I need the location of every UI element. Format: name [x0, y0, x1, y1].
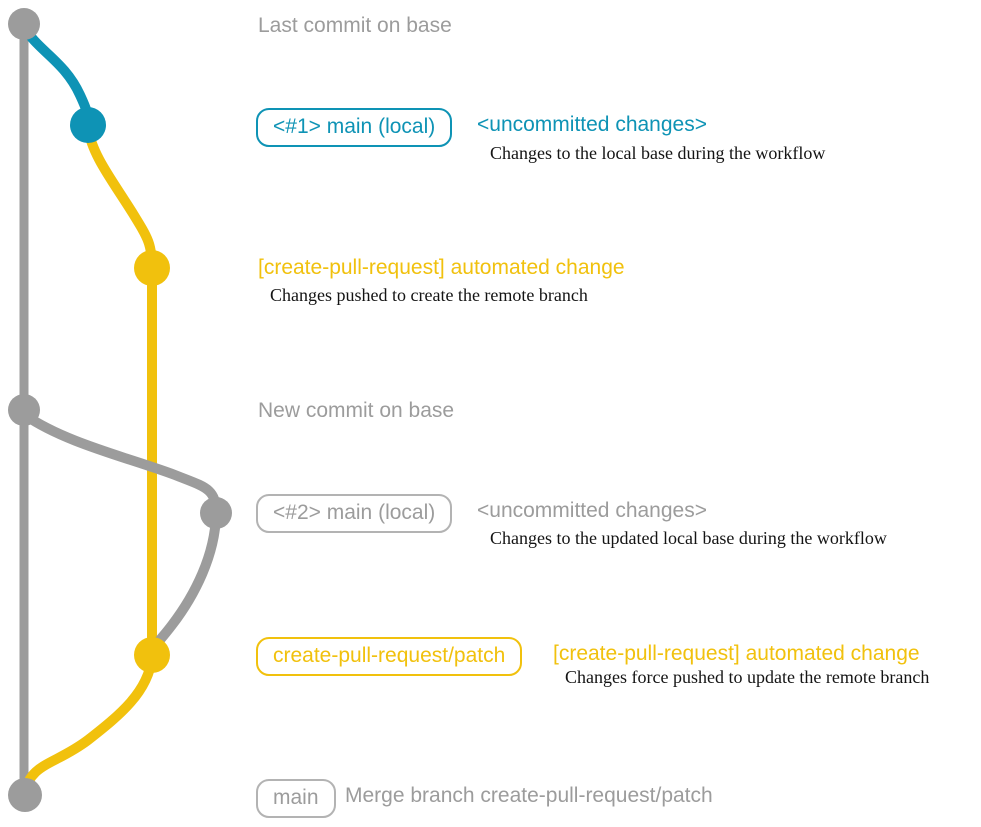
- caption-local-base-changes: Changes to the local base during the wor…: [490, 143, 826, 163]
- git-graph: [8, 8, 232, 812]
- branch-badge-main-local-1: <#1> main (local): [256, 108, 453, 148]
- caption-force-push-update-branch: Changes force pushed to update the remot…: [565, 667, 930, 687]
- merge-commit-label: Merge branch create-pull-request/patch: [345, 784, 713, 807]
- last-commit-label: Last commit on base: [258, 14, 452, 37]
- uncommitted-changes-label-2: <uncommitted changes>: [477, 499, 707, 522]
- automated-change-label-2: [create-pull-request] automated change: [553, 642, 920, 665]
- caption-updated-local-base-changes: Changes to the updated local base during…: [490, 528, 887, 548]
- commit-dot-local-main-1: [70, 107, 106, 143]
- patch-branch-segment-1: [83, 123, 157, 273]
- new-commit-label: New commit on base: [258, 399, 455, 422]
- branch-badge-patch: create-pull-request/patch: [256, 637, 523, 677]
- updated-main-rebase-segment: [147, 510, 221, 661]
- uncommitted-changes-label-1: <uncommitted changes>: [477, 113, 707, 136]
- commit-dot-base-1: [8, 8, 40, 40]
- commit-dot-merge: [8, 778, 42, 812]
- commit-dot-base-2: [8, 394, 40, 426]
- commit-dot-patch-1: [134, 250, 170, 286]
- automated-change-label-1: [create-pull-request] automated change: [258, 256, 625, 279]
- branch-badge-main-local-2: <#2> main (local): [256, 494, 453, 534]
- patch-branch-merge-segment: [20, 653, 157, 798]
- commit-dot-patch-2: [134, 637, 170, 673]
- branch-badge-main: main: [256, 779, 336, 819]
- updated-main-branch-segment: [20, 410, 221, 518]
- commit-dot-local-main-2: [200, 497, 232, 529]
- caption-push-create-branch: Changes pushed to create the remote bran…: [270, 285, 588, 305]
